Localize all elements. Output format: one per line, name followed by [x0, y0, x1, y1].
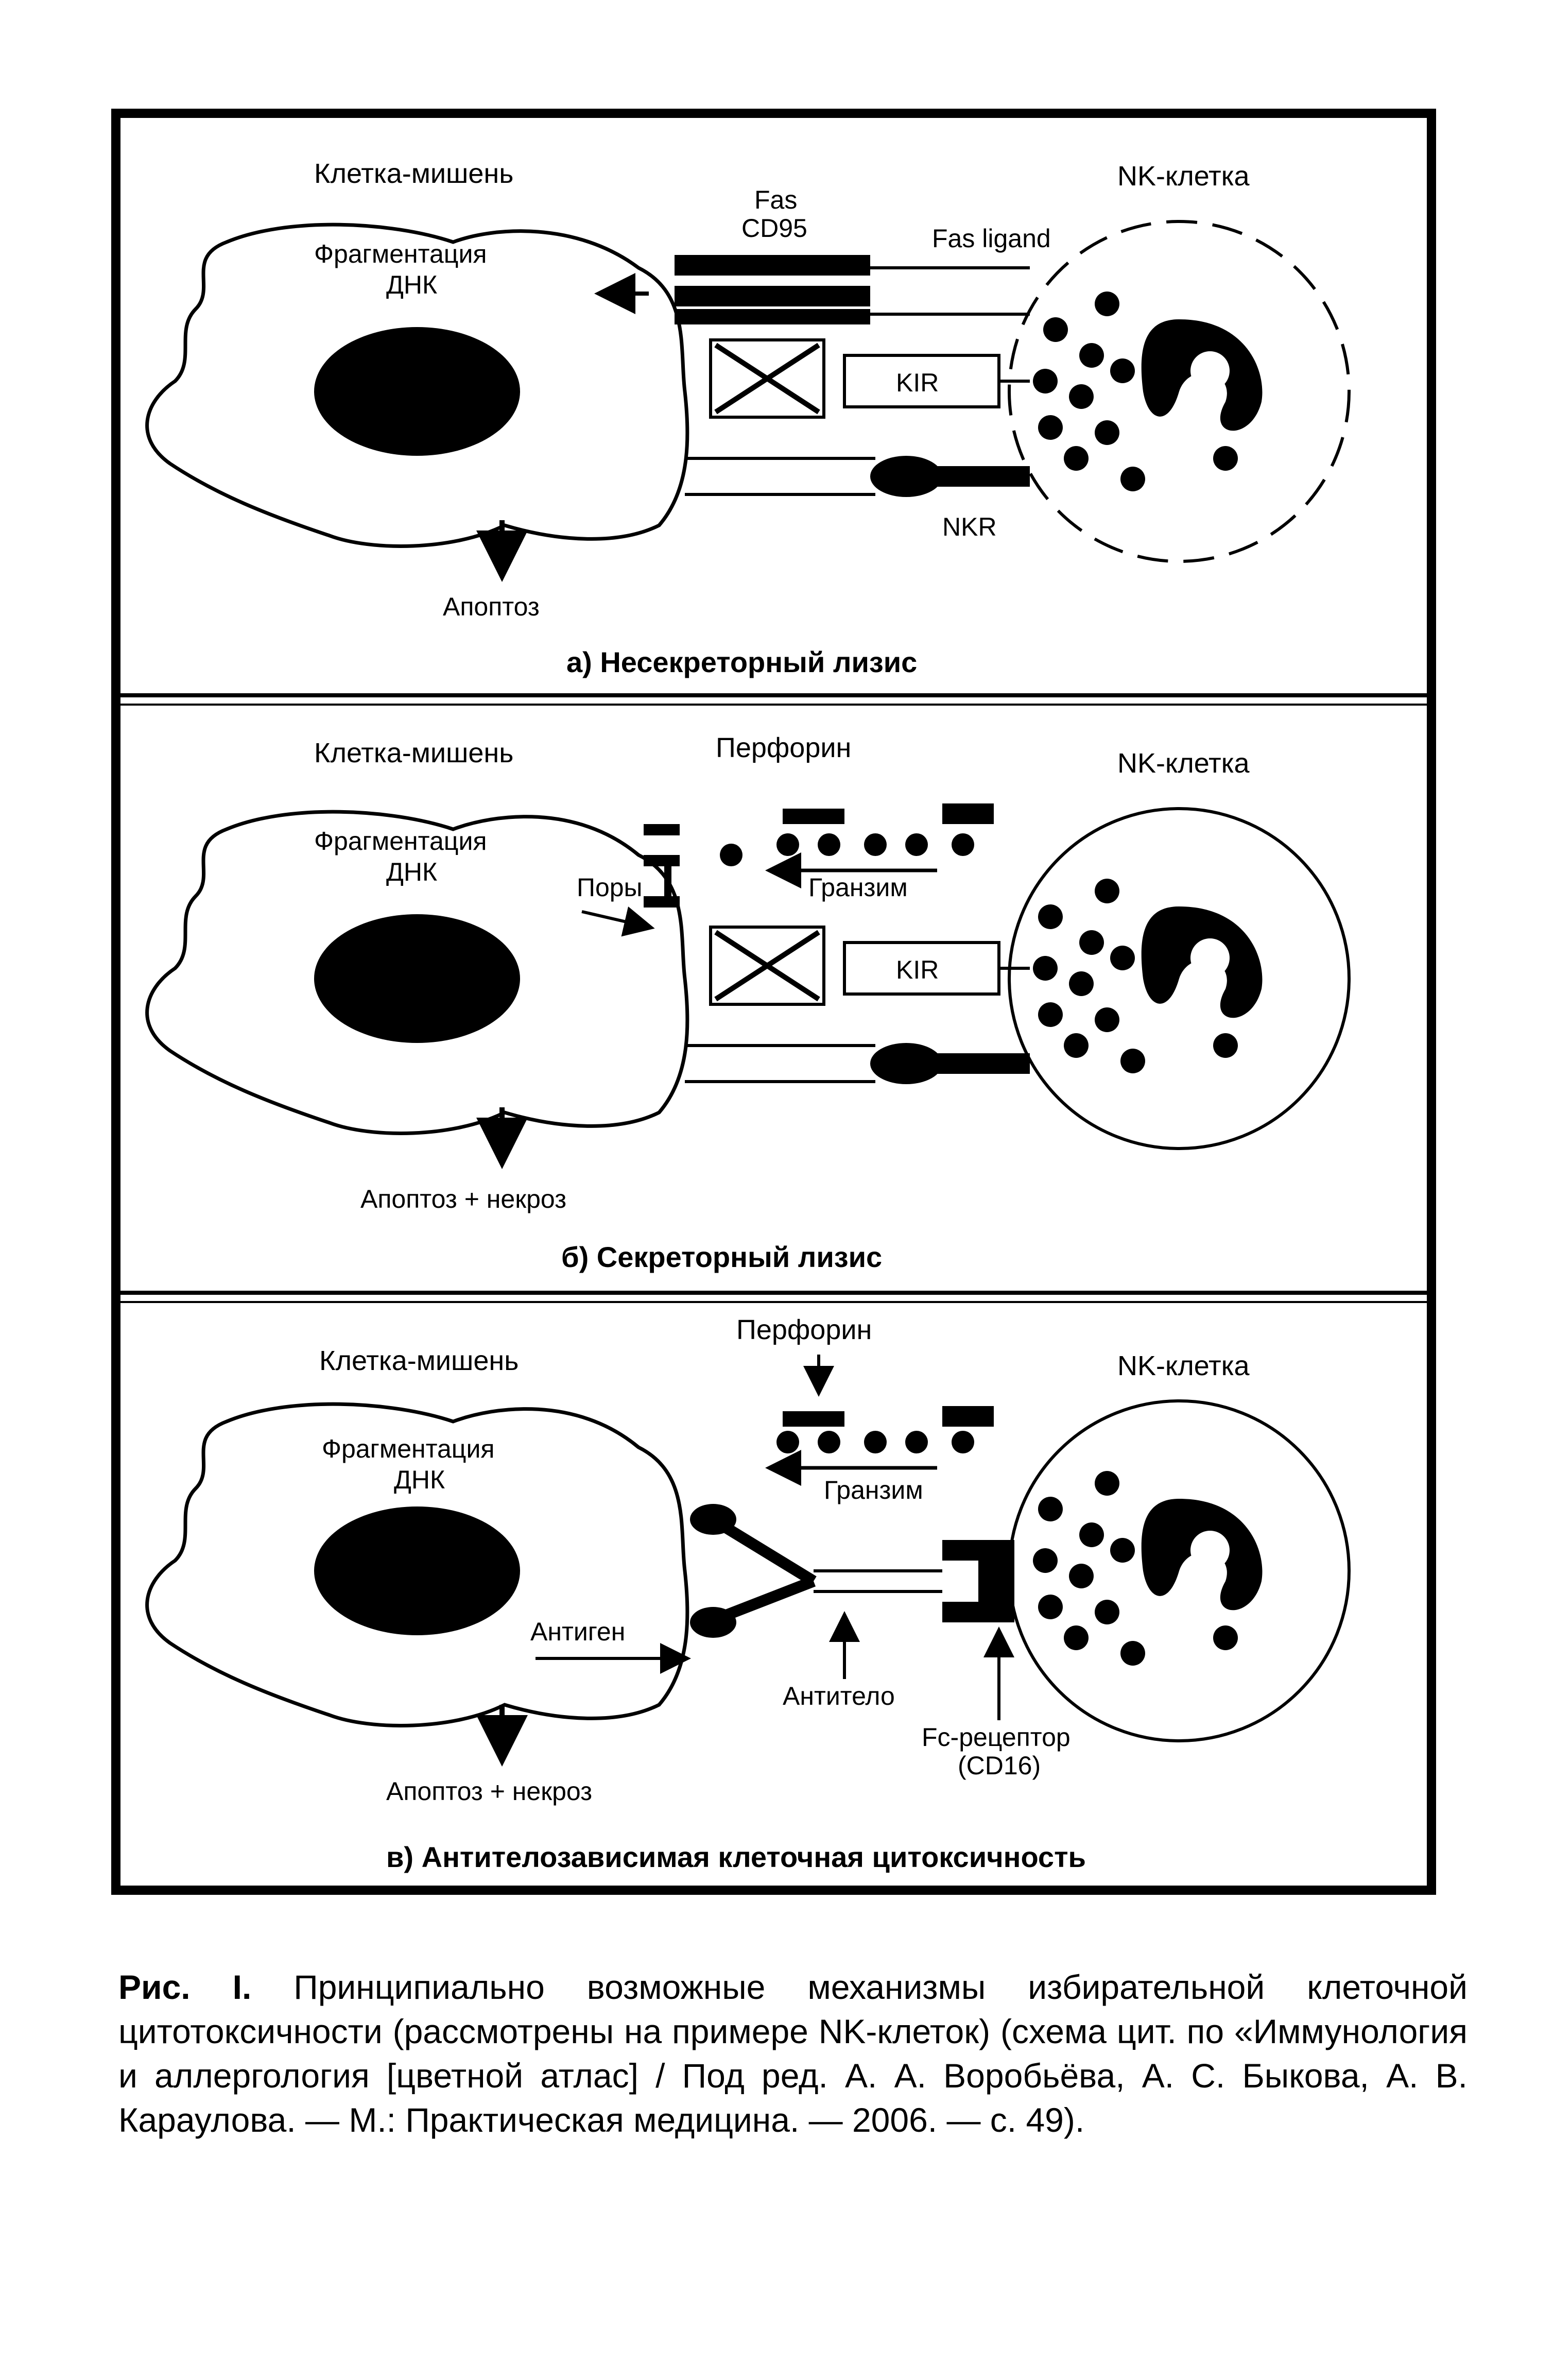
- nkr-receptor: [685, 456, 1030, 497]
- antibody: [690, 1504, 942, 1638]
- fragmentation-label-dnk: ДНК: [394, 1465, 445, 1494]
- fas-ligand-label: Fas ligand: [932, 224, 1051, 253]
- granzyme-label: Гранзим: [808, 873, 908, 902]
- nk-cell-label: NK-клетка: [1117, 748, 1250, 779]
- fragmentation-label-dnk: ДНК: [386, 270, 437, 299]
- outcome-label: Апоптоз + некроз: [386, 1777, 592, 1806]
- nk-nucleus: [1141, 319, 1263, 431]
- nk-cell: [1008, 807, 1351, 1150]
- kir-label: KIR: [896, 368, 939, 397]
- nk-granules: [1033, 879, 1238, 1073]
- fas-label: Fas: [754, 185, 797, 214]
- nkr-receptor: [685, 1043, 1030, 1084]
- figure-caption-prefix: Рис. I.: [118, 1968, 252, 2006]
- nk-granules: [1033, 1471, 1238, 1666]
- panel-a: Клетка-мишень Фрагментация ДНК NK-клетка…: [145, 158, 1351, 678]
- figure-frame: [111, 109, 1436, 1895]
- fragmentation-label: Фрагментация: [322, 1434, 494, 1463]
- nk-nucleolus: [1190, 938, 1230, 978]
- pore-complex: [644, 824, 680, 908]
- target-nucleus: [314, 327, 520, 456]
- cd95-label: CD95: [741, 214, 807, 243]
- kir-receptor: [709, 338, 1030, 419]
- fc-receptor: [942, 1540, 1014, 1622]
- pores-arrow: [581, 906, 655, 937]
- target-nucleus: [314, 914, 520, 1043]
- pores-label: Поры: [577, 873, 643, 902]
- perforin-label: Перфорин: [736, 1314, 872, 1345]
- granzyme-label: Гранзим: [824, 1476, 923, 1504]
- nk-nucleolus: [1190, 1531, 1230, 1570]
- target-cell-label: Клетка-мишень: [314, 738, 513, 768]
- nk-nucleus: [1141, 906, 1263, 1018]
- nk-granules: [1033, 292, 1238, 491]
- antigen-label: Антиген: [530, 1617, 625, 1646]
- kir-label: KIR: [896, 955, 939, 984]
- nkr-label: NKR: [942, 512, 997, 541]
- nk-cell-label: NK-клетка: [1117, 161, 1250, 192]
- fragmentation-label-dnk: ДНК: [386, 858, 437, 886]
- target-cell-label: Клетка-мишень: [319, 1345, 519, 1376]
- target-cell: [145, 810, 689, 1135]
- nk-nucleus: [1141, 1499, 1263, 1611]
- perforin-label: Перфорин: [716, 732, 851, 763]
- target-cell-label: Клетка-мишень: [314, 158, 513, 189]
- panel-caption: в) Антителозависимая клеточная цитоксичн…: [386, 1841, 1086, 1873]
- perforin-granules: [720, 803, 994, 866]
- fc-receptor-label: Fc-рецептор: [922, 1723, 1070, 1752]
- kir-receptor: [709, 926, 1030, 1006]
- panel-c: Клетка-мишень Фрагментация ДНК NK-клетка…: [145, 1314, 1351, 1873]
- figure-caption: Рис. I. Принципиально возможные механизм…: [118, 1965, 1467, 2142]
- outcome-label: Апоптоз: [443, 592, 540, 621]
- nk-cell: [1008, 220, 1351, 563]
- fragmentation-label: Фрагментация: [314, 239, 487, 268]
- panel-caption: б) Секреторный лизис: [561, 1241, 882, 1273]
- figure-caption-text: Принципиально возможные механизмы избира…: [118, 1968, 1468, 2139]
- nk-cell-label: NK-клетка: [1117, 1350, 1250, 1381]
- panel-b: Клетка-мишень Фрагментация ДНК NK-клетка…: [145, 732, 1351, 1273]
- antibody-label: Антитело: [783, 1682, 895, 1710]
- target-cell: [145, 222, 689, 548]
- nk-nucleolus: [1190, 351, 1230, 390]
- nk-cytotoxicity-figure: Клетка-мишень Фрагментация ДНК NK-клетка…: [111, 109, 1436, 1895]
- panel-caption: а) Несекреторный лизис: [566, 646, 917, 678]
- target-cell: [145, 1402, 689, 1727]
- fas-cd95-receptor: [675, 255, 1030, 324]
- outcome-label: Апоптоз + некроз: [360, 1185, 566, 1213]
- target-nucleus: [314, 1506, 520, 1635]
- perforin-granules: [776, 1406, 994, 1453]
- fragmentation-label: Фрагментация: [314, 827, 487, 855]
- fc-receptor-label-cd16: (CD16): [958, 1751, 1041, 1780]
